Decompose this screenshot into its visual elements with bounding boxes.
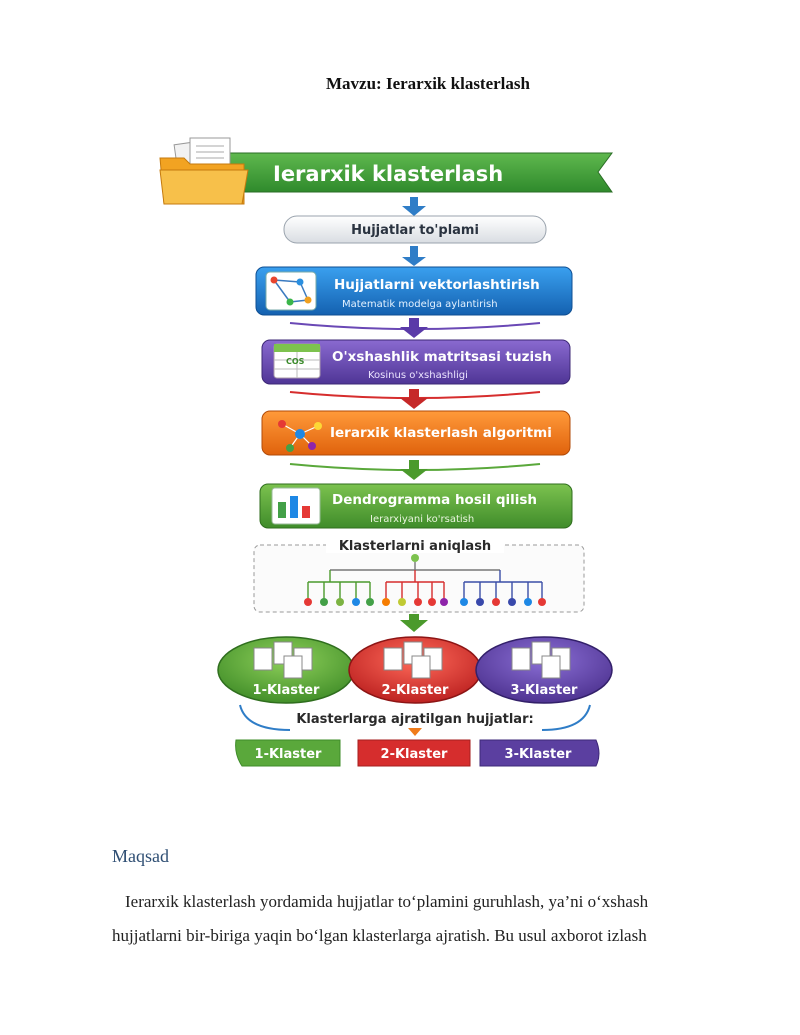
arrow-down-icon <box>400 389 428 409</box>
step-collection-label: Hujjatlar to'plami <box>351 223 479 238</box>
step-similarity-title: O'xshashlik matritsasi tuzish <box>332 349 552 365</box>
clustering-flowchart: Ierarxik klasterlash Hujjatlar to'plami <box>150 130 630 780</box>
result-tag-violet-label: 3-Klaster <box>505 747 573 762</box>
cluster-red: 2-Klaster <box>348 636 482 704</box>
step-algorithm-title: Ierarxik klasterlash algoritmi <box>330 425 552 441</box>
network-icon <box>265 271 317 311</box>
arrow-down-icon <box>402 197 426 216</box>
step-clustering-algorithm: Ierarxik klasterlash algoritmi <box>261 410 571 456</box>
result-tag-red-label: 2-Klaster <box>381 747 449 762</box>
arrow-down-icon <box>400 614 428 632</box>
cluster-graph-icon <box>278 420 322 452</box>
step-dendrogram-title: Dendrogramma hosil qilish <box>332 492 537 508</box>
dendrogram-icon <box>271 487 321 525</box>
identify-clusters-label: Klasterlarni aniqlash <box>339 539 491 554</box>
spreadsheet-icon: COS <box>273 343 321 379</box>
cluster-violet: 3-Klaster <box>475 636 613 704</box>
title-banner: Ierarxik klasterlash <box>209 152 613 193</box>
step-document-collection: Hujjatlar to'plami <box>283 215 547 244</box>
arrow-down-icon <box>402 246 426 266</box>
cluster-violet-label: 3-Klaster <box>511 683 579 698</box>
folder-icon <box>159 137 249 205</box>
body-paragraph: Ierarxik klasterlash yordamida hujjatlar… <box>112 885 712 953</box>
result-tag-green-label: 1-Klaster <box>255 747 323 762</box>
section-heading: Maqsad <box>112 846 169 866</box>
dendrogram-tree <box>307 554 543 600</box>
step-similarity-matrix: COS O'xshashlik matritsasi tuzish Kosinu… <box>261 339 571 385</box>
cluster-green: 1-Klaster <box>217 636 355 704</box>
dendrogram-leaves <box>304 598 546 606</box>
result-tag-red: 2-Klaster <box>357 739 471 767</box>
cluster-red-label: 2-Klaster <box>382 683 450 698</box>
step-dendrogram-subtitle: Ierarxiyani ko'rsatish <box>370 514 474 525</box>
step-vectorize-title: Hujjatlarni vektorlashtirish <box>334 277 540 293</box>
result-tag-violet: 3-Klaster <box>479 739 600 767</box>
cluster-green-label: 1-Klaster <box>253 683 321 698</box>
arrow-down-icon <box>400 460 428 480</box>
cos-icon-label: COS <box>286 357 305 366</box>
paragraph-line: hujjatlarni bir-biriga yaqin bo‘lgan kla… <box>112 926 647 945</box>
arrow-down-icon <box>400 318 428 338</box>
cluster-identification-box: Klasterlarni aniqlash <box>253 537 585 613</box>
page-title: Mavzu: Ierarxik klasterlash <box>326 74 530 93</box>
paragraph-line: Ierarxik klasterlash yordamida hujjatlar… <box>125 892 649 911</box>
result-tag-green: 1-Klaster <box>235 739 341 767</box>
step-vectorize: Hujjatlarni vektorlashtirish Matematik m… <box>255 266 573 316</box>
result-label: Klasterlarga ajratilgan hujjatlar: <box>296 712 533 727</box>
banner-title: Ierarxik klasterlash <box>273 162 503 186</box>
step-dendrogram: Dendrogramma hosil qilish Ierarxiyani ko… <box>259 483 573 529</box>
step-vectorize-subtitle: Matematik modelga aylantirish <box>342 299 498 310</box>
step-similarity-subtitle: Kosinus o'xshashligi <box>368 370 468 381</box>
